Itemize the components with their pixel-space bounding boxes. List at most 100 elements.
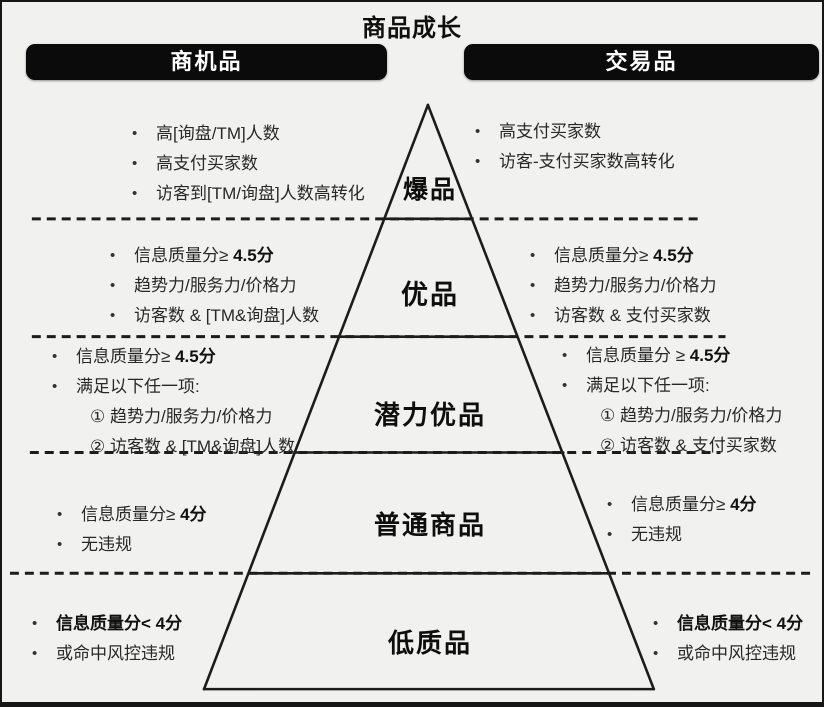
criteria-item: •访客数 & 支付买家数 [528, 301, 716, 331]
criteria-list-left-premium: • 信息质量分≥ 4.5分 • 趋势力/服务力/价格力 • 访客数 & [TM&询盘]人数 [108, 241, 319, 331]
criteria-item: • 高[询盘/TM]人数 [130, 119, 365, 149]
criteria-list-right-hot: • 高支付买家数 • 访客-支付买家数高转化 [473, 117, 675, 177]
criteria-list-right-premium: • 信息质量分≥ 4.5分 • 趋势力/服务力/价格力 •访客数 & 支付买家数 [528, 241, 716, 331]
criteria-item: • 无违规 [605, 520, 757, 550]
pyramid-outline [202, 103, 656, 691]
bullet-icon: • [57, 536, 63, 553]
criteria-item: • 无违规 [55, 530, 207, 560]
criteria-item: ② 访客数 & [TM&询盘]人数 [50, 432, 295, 462]
criteria-item: • 信息质量分≥ 4.5分 [50, 342, 295, 372]
pyramid-level-label-ordinary: 普通商品 [373, 510, 487, 540]
criteria-item: • 信息质量分< 4分 [651, 609, 803, 639]
bullet-icon: • [110, 247, 116, 264]
pyramid-level-label-hot: 爆品 [402, 176, 458, 204]
criteria-text: 信息质量分≥ [134, 246, 234, 265]
bullet-icon: • [475, 153, 481, 170]
criteria-text: 或命中风控违规 [677, 644, 796, 663]
criteria-item: • 趋势力/服务力/价格力 [108, 271, 319, 301]
criteria-list-right-low: • 信息质量分< 4分 • 或命中风控违规 [651, 609, 803, 669]
criteria-text: 信息质量分≥ [76, 347, 176, 366]
criteria-text: ① 趋势力/服务力/价格力 [90, 407, 273, 426]
criteria-item: • 信息质量分≥ 4.5分 [528, 241, 716, 271]
criteria-item: •或命中风控违规 [30, 639, 182, 669]
bullet-icon: • [653, 615, 659, 632]
criteria-item: •满足以下任一项: [50, 372, 295, 402]
bullet-icon: • [530, 277, 536, 294]
criteria-item: • 或命中风控违规 [651, 639, 803, 669]
pyramid-right-side [426, 103, 656, 691]
criteria-text: 高支付买家数 [156, 154, 258, 173]
criteria-list-left-low: • 信息质量分< 4分 •或命中风控违规 [30, 609, 182, 669]
criteria-text-bold: 4.5分 [653, 246, 694, 265]
criteria-text: 高支付买家数 [499, 122, 601, 141]
criteria-text-bold: 4.5分 [689, 346, 731, 365]
criteria-list-left-potential: • 信息质量分≥ 4.5分 •满足以下任一项: ① 趋势力/服务力/价格力 ② 访客数 … [50, 342, 295, 462]
criteria-text: 满足以下任一项: [76, 377, 200, 396]
criteria-item: • 信息质量分≥ 4分 [605, 490, 757, 520]
criteria-text-bold: 信息质量分< 4分 [56, 614, 183, 633]
criteria-item: • 满足以下任一项: [560, 371, 782, 401]
criteria-text-bold: 4分 [180, 505, 207, 524]
criteria-text: 访客数 & [TM&询盘]人数 [134, 306, 320, 325]
bullet-icon: • [562, 377, 568, 394]
criteria-item: • 信息质量分≥ 4分 [55, 500, 207, 530]
criteria-text: 或命中风控违规 [56, 644, 175, 663]
criteria-item: • 趋势力/服务力/价格力 [528, 271, 716, 301]
criteria-text: 无违规 [81, 535, 132, 554]
bullet-icon: • [607, 526, 613, 543]
bullet-icon: • [57, 506, 63, 523]
criteria-text: 访客-支付买家数高转化 [499, 152, 675, 171]
criteria-text: 满足以下任一项: [586, 376, 710, 395]
criteria-item: ② 访客数 & 支付买家数 [560, 431, 782, 461]
criteria-item: • 访客-支付买家数高转化 [473, 147, 675, 177]
pyramid-level-label-potential: 潜力优品 [373, 400, 487, 430]
criteria-item: • 访客到[TM/询盘]人数高转化 [130, 179, 365, 209]
pyramid-level-label-premium: 优品 [401, 280, 459, 310]
criteria-item: • 信息质量分< 4分 [30, 609, 182, 639]
criteria-text: 高[询盘/TM]人数 [156, 124, 280, 143]
bullet-icon: • [530, 247, 536, 264]
bullet-icon: • [607, 496, 613, 513]
header-bar-right: 交易品 [464, 44, 819, 80]
criteria-item: ① 趋势力/服务力/价格力 [50, 402, 295, 432]
criteria-text-bold: 4.5分 [175, 347, 216, 366]
bullet-icon: • [132, 155, 138, 172]
criteria-text: 访客到[TM/询盘]人数高转化 [156, 184, 365, 203]
criteria-item: ① 趋势力/服务力/价格力 [560, 401, 782, 431]
criteria-item: • 信息质量分 ≥ 4.5分 [560, 341, 782, 371]
criteria-text: ② 访客数 & [TM&询盘]人数 [90, 437, 296, 456]
criteria-text-bold: 4分 [730, 495, 757, 514]
criteria-list-left-hot: • 高[询盘/TM]人数 • 高支付买家数 • 访客到[TM/询盘]人数高转化 [130, 119, 365, 209]
bullet-icon: • [32, 615, 38, 632]
criteria-text-bold: 信息质量分< 4分 [677, 614, 804, 633]
pyramid-level-label-low: 低质品 [387, 628, 473, 658]
criteria-text: 趋势力/服务力/价格力 [554, 276, 717, 295]
criteria-item: • 信息质量分≥ 4.5分 [108, 241, 319, 271]
bullet-icon: • [653, 645, 659, 662]
bullet-icon: • [110, 307, 116, 324]
page-title: 商品成长 [362, 15, 462, 42]
criteria-text: ② 访客数 & 支付买家数 [600, 436, 777, 455]
criteria-text: ① 趋势力/服务力/价格力 [600, 406, 783, 425]
criteria-text: 信息质量分≥ [631, 495, 731, 514]
bullet-icon: • [530, 307, 536, 324]
criteria-text: 信息质量分≥ [81, 505, 181, 524]
bullet-icon: • [562, 347, 568, 364]
criteria-text-bold: 4.5分 [233, 246, 274, 265]
bullet-icon: • [132, 125, 138, 142]
criteria-text: 信息质量分≥ [554, 246, 654, 265]
criteria-item: • 高支付买家数 [130, 149, 365, 179]
criteria-text: 趋势力/服务力/价格力 [134, 276, 297, 295]
criteria-list-right-ordinary: • 信息质量分≥ 4分 • 无违规 [605, 490, 757, 550]
criteria-item: • 访客数 & [TM&询盘]人数 [108, 301, 319, 331]
criteria-text: 无违规 [631, 525, 682, 544]
header-bar-left: 商机品 [26, 44, 387, 80]
bullet-icon: • [110, 277, 116, 294]
bullet-icon: • [132, 185, 138, 202]
criteria-text: 信息质量分 ≥ [586, 346, 690, 365]
criteria-list-left-ordinary: • 信息质量分≥ 4分 • 无违规 [55, 500, 207, 560]
pyramid-left-side [202, 103, 430, 691]
bullet-icon: • [52, 348, 58, 365]
